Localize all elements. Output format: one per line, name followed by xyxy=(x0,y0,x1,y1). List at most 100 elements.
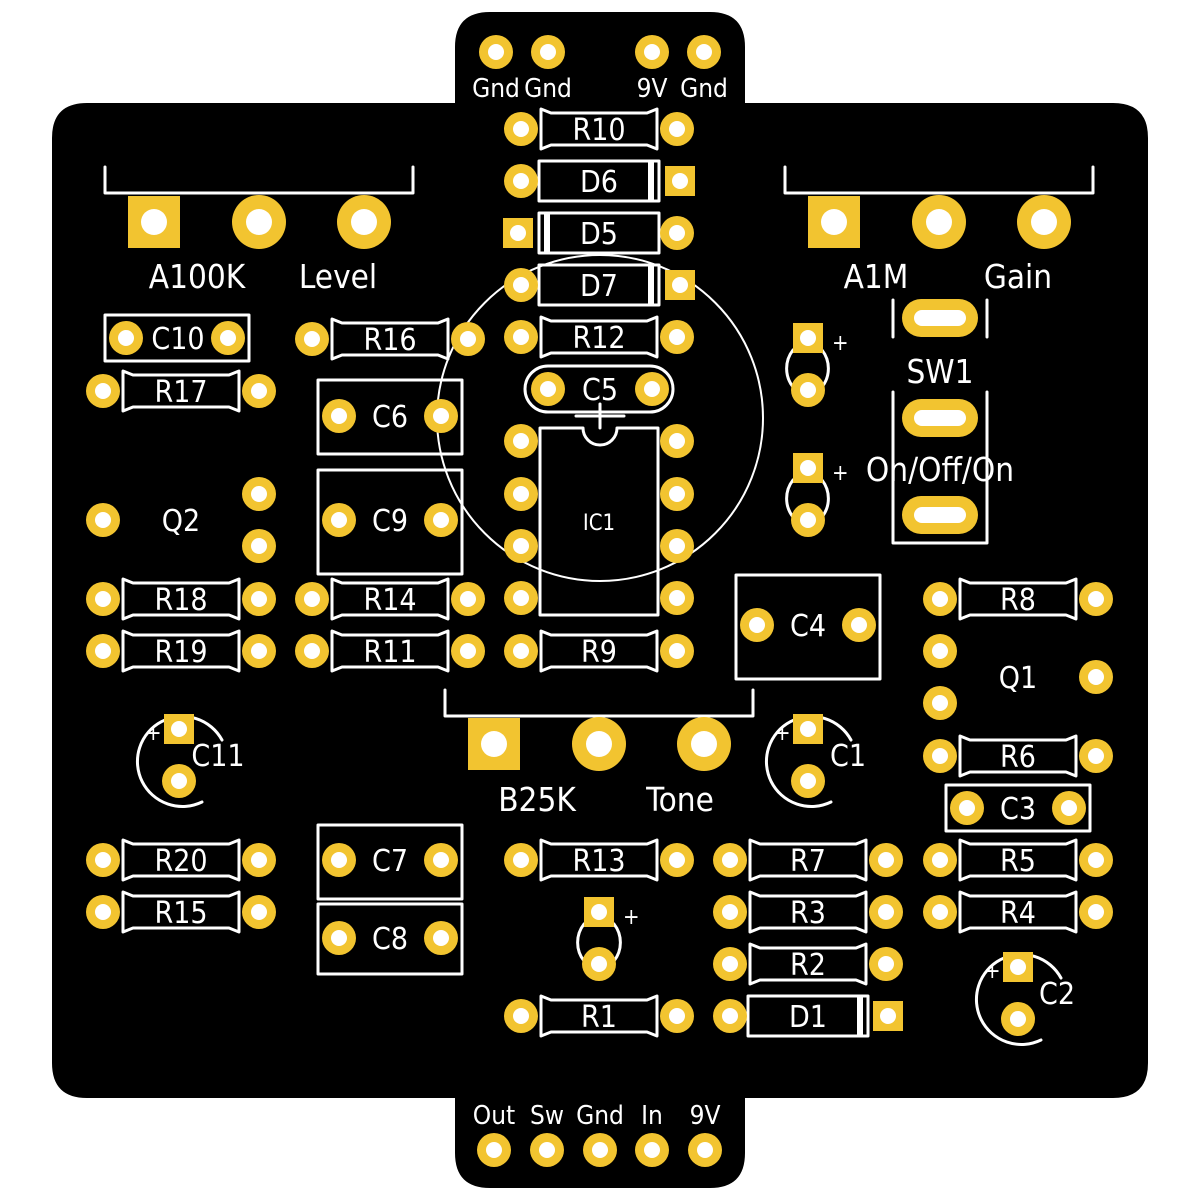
pad xyxy=(583,1133,617,1167)
cap-electrolytic-small: + xyxy=(785,323,849,407)
resistor-ref: R7 xyxy=(790,844,826,879)
resistor-ref: R3 xyxy=(790,896,826,931)
pot-name: Gain xyxy=(984,257,1052,296)
pad xyxy=(635,35,669,69)
resistor-r16: R16 xyxy=(295,317,485,361)
cap-c11: + C11 xyxy=(136,714,245,808)
resistor-r17: R17 xyxy=(86,369,276,413)
resistor-r19: R19 xyxy=(86,629,276,673)
polarity-mark: + xyxy=(774,721,791,746)
pot-tone: B25K Tone xyxy=(443,688,755,819)
resistor-ref: R4 xyxy=(1000,896,1036,931)
bottom-header: Out Sw Gnd In 9V xyxy=(473,1101,722,1167)
cap-c5: C5 xyxy=(523,364,675,430)
pad xyxy=(479,35,513,69)
transistor-q2: Q2 xyxy=(86,477,276,563)
resistor-ref: R6 xyxy=(1000,740,1036,775)
cap-c6: C6 xyxy=(316,378,464,456)
diode-ref: D6 xyxy=(580,165,618,200)
resistor-r6: R6 xyxy=(923,734,1113,778)
resistor-r12: R12 xyxy=(504,315,694,359)
polarity-mark: + xyxy=(145,721,162,746)
ic-ref: IC1 xyxy=(583,511,615,536)
pot-name: Level xyxy=(299,257,377,296)
pad xyxy=(531,35,565,69)
switch-type: On/Off/On xyxy=(866,450,1014,489)
top-header: Gnd Gnd 9V Gnd xyxy=(472,35,728,104)
resistor-r1: R1 xyxy=(504,994,694,1038)
pad xyxy=(688,1133,722,1167)
cap-c1: + C1 xyxy=(765,714,866,808)
diode-d5: D5 xyxy=(503,213,694,253)
polarity-mark: + xyxy=(832,331,849,356)
header-label-gnd: Gnd xyxy=(576,1101,624,1131)
cap-c7: C7 xyxy=(316,823,464,901)
cap-ref: C7 xyxy=(372,844,408,879)
resistor-ref: R15 xyxy=(154,896,207,931)
resistor-r18: R18 xyxy=(86,577,276,621)
cap-ref: C8 xyxy=(372,922,408,957)
resistor-ref: R18 xyxy=(154,583,207,618)
resistor-ref: R14 xyxy=(363,583,416,618)
resistor-ref: R2 xyxy=(790,948,826,983)
diode-ref: D7 xyxy=(580,269,618,304)
header-label-in: In xyxy=(641,1101,663,1131)
cap-c9: C9 xyxy=(316,468,464,576)
resistor-ref: R13 xyxy=(572,844,625,879)
switch-sw1: SW1 On/Off/On xyxy=(866,298,1014,545)
pot-value: B25K xyxy=(498,780,577,819)
resistor-ref: R17 xyxy=(154,375,207,410)
cap-ref: C9 xyxy=(372,504,408,539)
board-outline xyxy=(52,12,1148,1188)
resistor-r10: R10 xyxy=(504,107,694,151)
cap-ref: C10 xyxy=(151,322,204,357)
cap-electrolytic-small: + xyxy=(576,897,640,981)
header-label-9v: 9V xyxy=(690,1101,721,1131)
cap-c8: C8 xyxy=(316,902,464,976)
header-label-gnd: Gnd xyxy=(680,74,728,104)
header-label-out: Out xyxy=(473,1101,515,1131)
resistor-ref: R1 xyxy=(581,1000,617,1035)
polarity-mark: + xyxy=(832,461,849,486)
resistor-r8: R8 xyxy=(923,577,1113,621)
resistor-r15: R15 xyxy=(86,890,276,934)
resistor-r14: R14 xyxy=(295,577,485,621)
transistor-ref: Q2 xyxy=(162,504,200,539)
cap-ref: C6 xyxy=(372,400,408,435)
header-label-gnd: Gnd xyxy=(472,74,520,104)
resistor-r13: R13 xyxy=(504,838,694,882)
header-label-9v: 9V xyxy=(637,74,668,104)
resistor-r4: R4 xyxy=(923,890,1113,934)
cap-ref: C5 xyxy=(582,373,618,408)
resistor-r2: R2 xyxy=(713,942,903,986)
diode-ref: D5 xyxy=(580,217,618,252)
resistor-ref: R8 xyxy=(1000,583,1036,618)
pot-gain: A1M Gain xyxy=(783,165,1095,296)
resistor-r20: R20 xyxy=(86,838,276,882)
resistor-r11: R11 xyxy=(295,629,485,673)
resistor-ref: R19 xyxy=(154,635,207,670)
header-label-sw: Sw xyxy=(530,1101,564,1131)
diode-d6: D6 xyxy=(504,161,695,201)
resistor-ref: R9 xyxy=(581,635,617,670)
cap-ref: C1 xyxy=(830,739,866,774)
diode-ref: D1 xyxy=(789,1000,827,1035)
resistor-ref: R5 xyxy=(1000,844,1036,879)
resistor-ref: R11 xyxy=(363,635,416,670)
ic-ic1: IC1 xyxy=(504,424,694,617)
cap-electrolytic-small: + xyxy=(785,453,849,537)
diode-d7: D7 xyxy=(504,265,695,305)
resistor-ref: R10 xyxy=(572,113,625,148)
pad xyxy=(635,1133,669,1167)
transistor-q1: Q1 xyxy=(923,634,1113,720)
pad xyxy=(477,1133,511,1167)
pot-name: Tone xyxy=(645,780,714,819)
header-label-gnd: Gnd xyxy=(524,74,572,104)
pad xyxy=(530,1133,564,1167)
resistor-r3: R3 xyxy=(713,890,903,934)
pot-level: A100K Level xyxy=(103,165,415,296)
transistor-ref: Q1 xyxy=(999,661,1037,696)
cap-c3: C3 xyxy=(944,783,1092,833)
resistor-ref: R12 xyxy=(572,321,625,356)
